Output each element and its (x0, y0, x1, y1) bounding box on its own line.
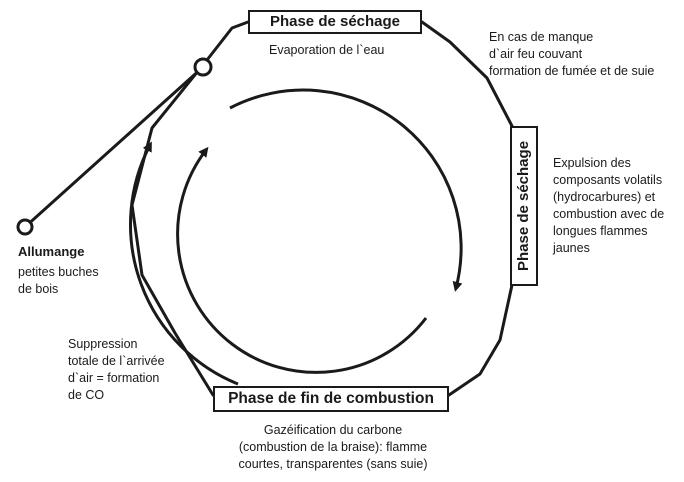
air-shortage-note: En cas de manque d`air feu couvant forma… (489, 29, 654, 80)
gasification-line: (combustion de la braise): flamme (238, 440, 428, 454)
air-shortage-line: En cas de manque (489, 30, 594, 44)
ignition-join-node (193, 57, 213, 77)
volatiles-line: composants volatils (553, 173, 663, 187)
phase-drying-right-label: Phase de séchage (515, 140, 532, 272)
gasification-note: Gazéification du carbone (combustion de … (215, 422, 451, 473)
suppression-line: d`air = formation (68, 371, 160, 385)
ignition-subtitle: petites buches de bois (18, 264, 99, 298)
suppression-line: Suppression (68, 337, 138, 351)
air-shortage-line: formation de fumée et de suie (489, 64, 655, 78)
volatiles-line: jaunes (553, 241, 590, 255)
air-shortage-line: d`air feu couvant (489, 47, 583, 61)
inner-arc-left (176, 146, 428, 374)
suppression-line: totale de l`arrivée (68, 354, 165, 368)
phase-drying-top: Phase de séchage (248, 10, 422, 34)
volatiles-note: Expulsion des composants volatils (hydro… (553, 155, 664, 257)
phase-end-combustion: Phase de fin de combustion (213, 386, 449, 412)
ignition-start-node (16, 218, 34, 236)
gasification-line: Gazéification du carbone (263, 423, 403, 437)
volatiles-line: Expulsion des (553, 156, 631, 170)
phase-drying-right: Phase de séchage (510, 126, 538, 286)
ignition-line (23, 65, 205, 229)
gasification-line: courtes, transparentes (sans suie) (238, 457, 428, 471)
evaporation-label: Evaporation de l`eau (269, 43, 385, 57)
volatiles-line: combustion avec de (553, 207, 665, 221)
outer-left-arrow (129, 141, 239, 386)
ignition-sub-line: petites buches (18, 265, 99, 279)
ignition-title: Allumange (18, 244, 85, 259)
air-suppression-note: Suppression totale de l`arrivée d`air = … (68, 336, 165, 404)
volatiles-line: (hydrocarbures) et (553, 190, 656, 204)
ignition-sub-line: de bois (18, 282, 59, 296)
suppression-line: de CO (68, 388, 105, 402)
volatiles-line: longues flammes (553, 224, 648, 238)
inner-arc-right (229, 88, 463, 292)
